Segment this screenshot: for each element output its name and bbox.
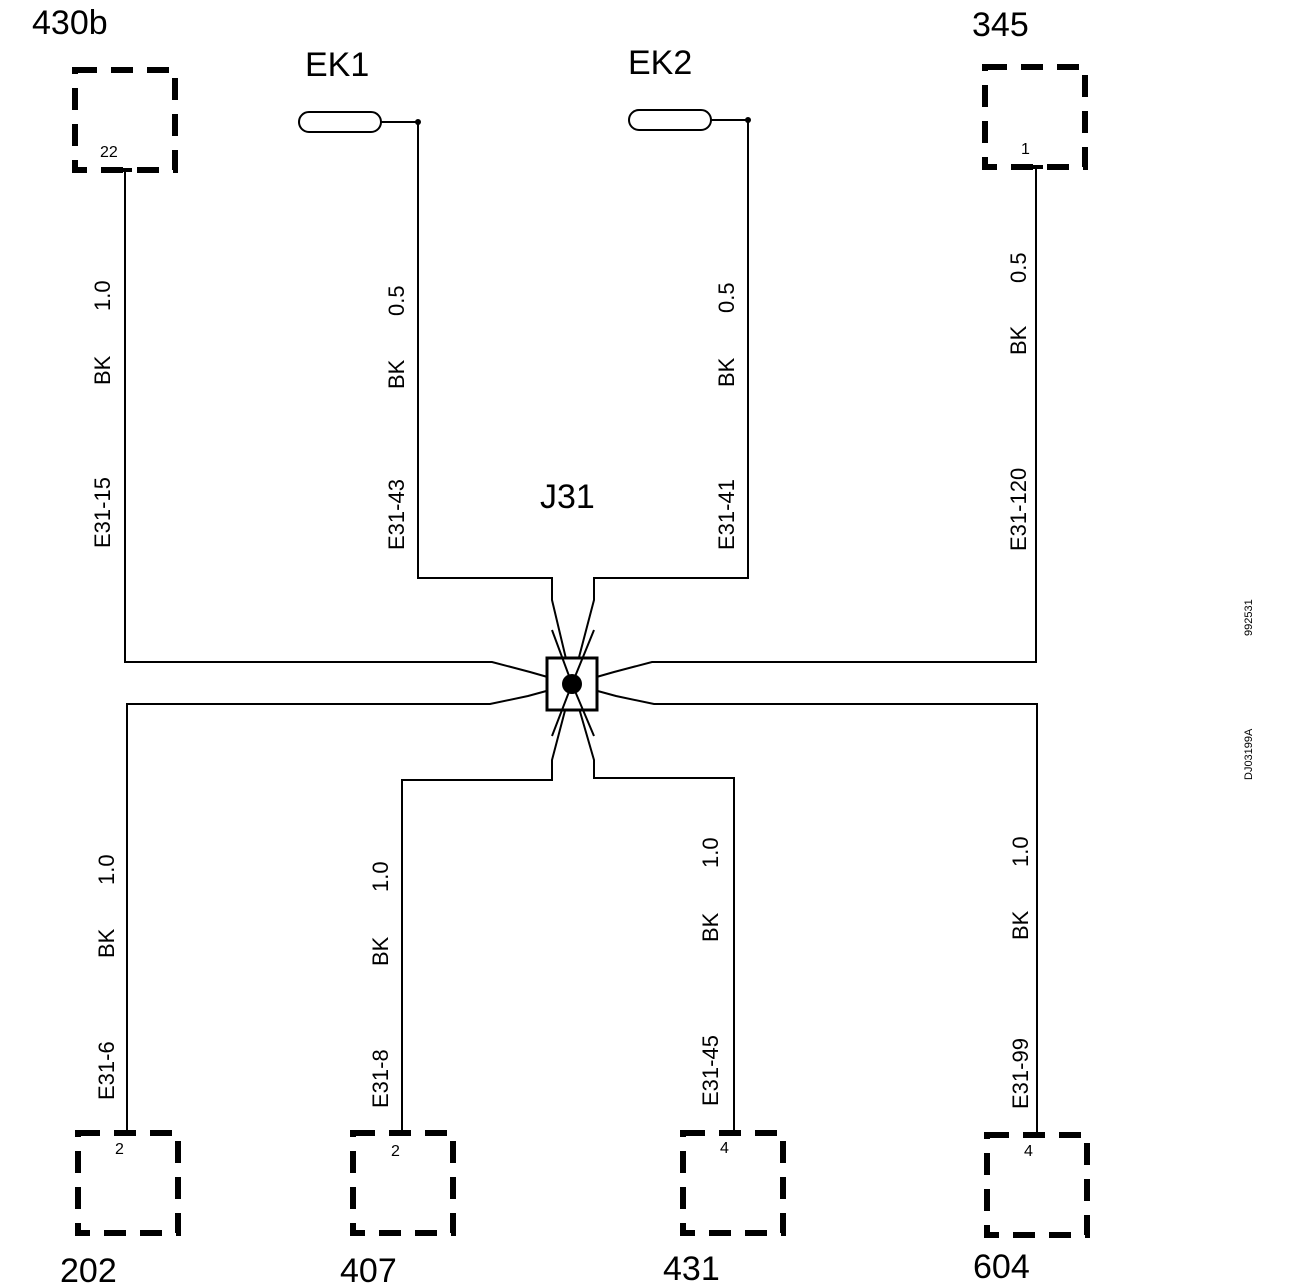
connector-604-label: 604: [973, 1248, 1030, 1286]
wire-430b-size: 1.0: [90, 280, 115, 311]
ground-ek2-eyelet: [628, 109, 712, 131]
wire-ek1-size: 0.5: [384, 285, 409, 316]
connector-345-box: [982, 64, 1088, 170]
wire-407-circuit: E31-8: [368, 1049, 393, 1108]
wire-345-circuit: E31-120: [1006, 468, 1031, 551]
wire-ek1-circuit: E31-43: [384, 479, 409, 550]
wire-431-size: 1.0: [698, 837, 723, 868]
connector-407-label: 407: [340, 1252, 397, 1288]
wire-ek1-line: [417, 122, 573, 685]
junction-j31-dot: [562, 674, 582, 694]
connector-345-label: 345: [972, 6, 1029, 44]
connector-407-box: [350, 1130, 456, 1236]
wire-430b-color: BK: [90, 355, 115, 385]
wire-604-labels: E31-99 BK 1.0: [1008, 836, 1033, 1109]
connector-407-pin: 2: [391, 1143, 400, 1160]
wire-345-color: BK: [1006, 325, 1031, 355]
wire-ek2-circuit: E31-41: [714, 479, 739, 550]
wire-202-labels: E31-6 BK 1.0: [94, 854, 119, 1100]
junction-j31-label: J31: [540, 478, 595, 516]
wire-604-circuit: E31-99: [1008, 1038, 1033, 1109]
connector-430b-box: [72, 67, 178, 173]
connector-345-pin: 1: [1021, 141, 1030, 158]
connector-202-label: 202: [60, 1252, 117, 1288]
wire-202-line: [126, 683, 573, 1133]
wire-407-size: 1.0: [368, 861, 393, 892]
wire-430b-labels: E31-15 BK 1.0: [90, 280, 115, 548]
connector-430b-label: 430b: [32, 4, 108, 42]
side-code-top: 992531: [1243, 599, 1255, 636]
wire-ek2-color: BK: [714, 357, 739, 387]
connector-202-box: [75, 1130, 181, 1236]
connector-202-pin: 2: [115, 1141, 124, 1158]
connector-407: 2 407: [340, 1130, 456, 1288]
wire-431-color: BK: [698, 912, 723, 942]
connector-604: 4 604: [973, 1132, 1090, 1286]
wire-ek2-line: [571, 120, 749, 685]
connector-431-pin: 4: [720, 1140, 729, 1157]
connector-431-label: 431: [663, 1250, 720, 1288]
wire-431-circuit: E31-45: [698, 1035, 723, 1106]
wire-ek2-size: 0.5: [714, 282, 739, 313]
connector-430b: 430b 22: [32, 4, 178, 173]
wire-ek2-labels: E31-41 BK 0.5: [714, 282, 739, 550]
ground-ek1: EK1: [298, 46, 421, 133]
wire-345-size: 0.5: [1006, 252, 1031, 283]
wire-345-labels: E31-120 BK 0.5: [1006, 252, 1031, 551]
wire-407-color: BK: [368, 936, 393, 966]
ground-ek2-label: EK2: [628, 44, 692, 82]
wire-604-size: 1.0: [1008, 836, 1033, 867]
wire-ek1-color: BK: [384, 359, 409, 389]
connector-202: 2 202: [60, 1130, 181, 1288]
wire-202-size: 1.0: [94, 854, 119, 885]
connector-604-pin: 4: [1024, 1143, 1033, 1160]
wire-604-color: BK: [1008, 910, 1033, 940]
wire-ek1-labels: E31-43 BK 0.5: [384, 285, 409, 550]
wire-345-line: [571, 167, 1037, 685]
wire-407-line: [401, 683, 573, 1133]
connector-604-box: [984, 1132, 1090, 1238]
connector-345: 345 1: [972, 6, 1088, 170]
side-code-bottom: DJ03199A: [1243, 728, 1255, 780]
connector-431-box: [680, 1130, 786, 1236]
wire-431-labels: E31-45 BK 1.0: [698, 837, 723, 1106]
wire-604-line: [571, 683, 1038, 1135]
wire-407-labels: E31-8 BK 1.0: [368, 861, 393, 1108]
ground-ek2: EK2: [628, 44, 751, 131]
wire-430b-circuit: E31-15: [90, 477, 115, 548]
ground-ek1-label: EK1: [305, 46, 369, 84]
wire-202-color: BK: [94, 928, 119, 958]
wire-431-line: [571, 683, 735, 1133]
wire-202-circuit: E31-6: [94, 1041, 119, 1100]
wire-430b-line: [124, 170, 573, 685]
ground-ek1-eyelet: [298, 111, 382, 133]
connector-430b-pin: 22: [100, 144, 118, 161]
junction-j31: J31: [124, 120, 1038, 1135]
connector-431: 4 431: [663, 1130, 786, 1288]
